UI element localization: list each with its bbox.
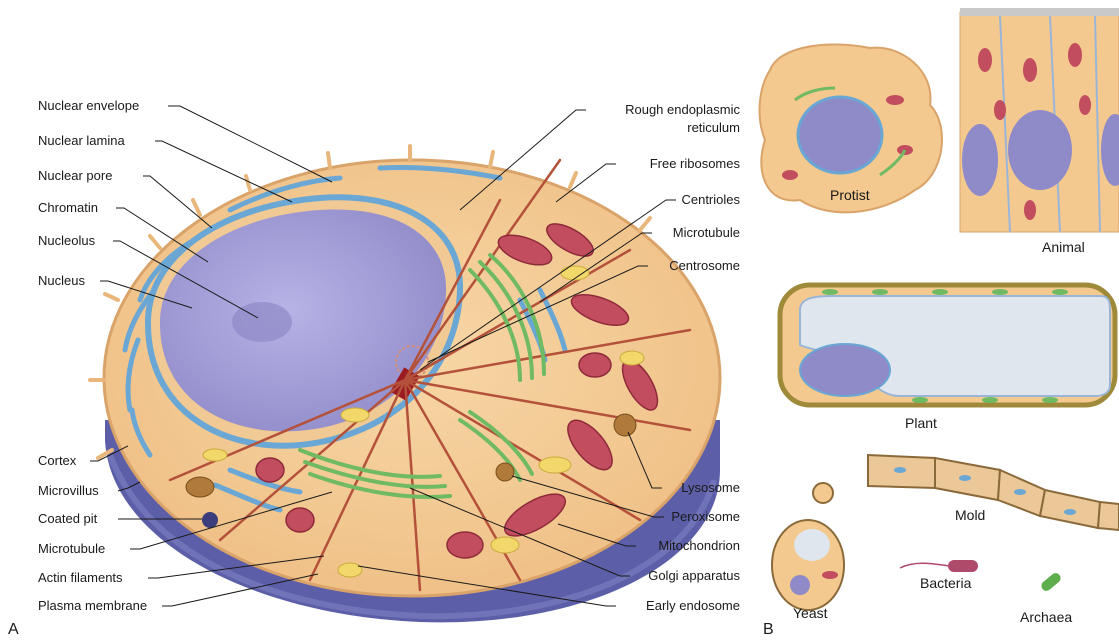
label-animal: Animal (1042, 239, 1085, 255)
label-lysosome: Lysosome (681, 480, 740, 495)
yeast-cell (772, 483, 844, 610)
label-microvillus: Microvillus (38, 483, 99, 498)
label-plasma-membrane: Plasma membrane (38, 598, 147, 613)
label-centrioles: Centrioles (681, 192, 740, 207)
panel-letter-b: B (763, 621, 774, 638)
label-yeast: Yeast (793, 605, 828, 621)
label-rough-er-1: Rough endoplasmic (625, 102, 740, 117)
label-nuclear-pore: Nuclear pore (38, 168, 112, 183)
label-plant: Plant (905, 415, 937, 431)
label-nucleus: Nucleus (38, 273, 85, 288)
label-archaea: Archaea (1020, 609, 1072, 625)
label-peroxisome: Peroxisome (671, 509, 740, 524)
animal-tissue (960, 8, 1119, 232)
panel-letter-a: A (8, 621, 19, 638)
bacteria-cell (900, 560, 978, 572)
mold-hyphae (868, 455, 1119, 530)
label-chromatin: Chromatin (38, 200, 98, 215)
archaea-cell (1039, 571, 1062, 593)
label-coated-pit: Coated pit (38, 511, 98, 526)
label-golgi-apparatus: Golgi apparatus (648, 568, 740, 583)
label-actin-filaments: Actin filaments (38, 570, 123, 585)
plant-cell (780, 285, 1115, 405)
label-rough-er-2: reticulum (687, 120, 740, 135)
label-nucleolus: Nucleolus (38, 233, 96, 248)
coated-pit (202, 512, 218, 528)
label-bacteria: Bacteria (920, 575, 972, 591)
label-free-ribosomes: Free ribosomes (650, 156, 741, 171)
label-microtubule-right: Microtubule (673, 225, 740, 240)
label-nuclear-envelope: Nuclear envelope (38, 98, 139, 113)
label-centrosome: Centrosome (669, 258, 740, 273)
label-protist: Protist (830, 187, 870, 203)
label-cortex: Cortex (38, 453, 77, 468)
label-nuclear-lamina: Nuclear lamina (38, 133, 125, 148)
label-mold: Mold (955, 507, 985, 523)
label-early-endosome: Early endosome (646, 598, 740, 613)
label-mitochondrion: Mitochondrion (658, 538, 740, 553)
animal-cell-cutaway (90, 146, 720, 622)
label-microtubule-left: Microtubule (38, 541, 105, 556)
